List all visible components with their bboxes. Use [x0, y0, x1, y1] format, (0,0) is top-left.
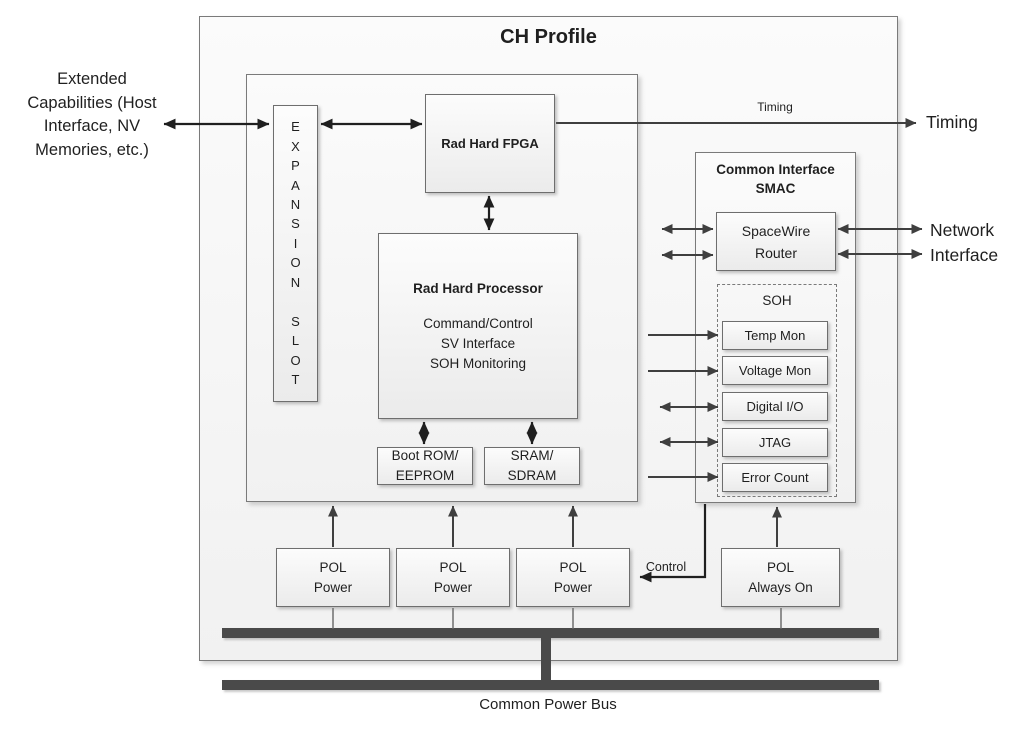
pol-power-label-1: POL Power — [313, 559, 353, 595]
sram-box: SRAM/ SDRAM — [484, 447, 580, 485]
rad-hard-processor-box: Rad Hard Processor Command/Control SV In… — [378, 233, 578, 419]
temp-mon-box: Temp Mon — [722, 321, 828, 350]
pol-always-on-box: POL Always On — [721, 548, 840, 607]
voltage-mon-label: Voltage Mon — [738, 362, 812, 378]
expansion-slot-word2: S L O T — [290, 314, 301, 388]
network-interface-label: Network Interface — [930, 220, 999, 265]
voltage-mon-box: Voltage Mon — [722, 356, 828, 385]
soh-title: SOH — [762, 293, 792, 308]
expansion-slot-word1: E X P A N S I O N — [290, 119, 301, 290]
extended-capabilities-label: Extended Capabilities (Host Interface, N… — [27, 70, 157, 159]
boot-rom-label: Boot ROM/ EEPROM — [391, 448, 459, 483]
smac-control-line — [639, 504, 707, 583]
timing-label: Timing — [926, 112, 978, 132]
timing-line-label: Timing — [757, 100, 793, 114]
temp-mon-label: Temp Mon — [744, 327, 806, 343]
common-power-bus-bar — [222, 680, 879, 690]
pol-power-box-1: POL Power — [276, 548, 390, 607]
power-bus-connector — [541, 633, 551, 685]
rad-hard-fpga-label: Rad Hard FPGA — [441, 135, 539, 151]
smac-title: Common Interface SMAC — [716, 162, 835, 196]
jtag-box: JTAG — [722, 428, 828, 457]
jtag-label: JTAG — [758, 434, 792, 450]
error-count-box: Error Count — [722, 463, 828, 492]
expansion-slot-box: E X P A N S I O N S L O T — [273, 105, 318, 402]
rad-hard-processor-functions: Command/Control SV Interface SOH Monitor… — [423, 315, 533, 371]
digital-io-box: Digital I/O — [722, 392, 828, 421]
control-label: Control — [645, 560, 687, 574]
diagram-title: CH Profile — [500, 26, 597, 48]
spacewire-router-label: SpaceWire Router — [741, 222, 811, 261]
pol-power-label-2: POL Power — [433, 559, 473, 595]
spacewire-router-box: SpaceWire Router — [716, 212, 836, 271]
sram-label: SRAM/ SDRAM — [507, 448, 557, 483]
rad-hard-processor-title: Rad Hard Processor — [413, 280, 543, 296]
boot-rom-box: Boot ROM/ EEPROM — [377, 447, 473, 485]
error-count-label: Error Count — [741, 469, 809, 485]
rad-hard-fpga-box: Rad Hard FPGA — [425, 94, 555, 193]
pol-power-box-3: POL Power — [516, 548, 630, 607]
pol-power-label-3: POL Power — [553, 559, 593, 595]
digital-io-label: Digital I/O — [746, 398, 804, 414]
common-power-bus-label: Common Power Bus — [479, 696, 617, 713]
pol-power-box-2: POL Power — [396, 548, 510, 607]
pol-always-on-label: POL Always On — [748, 559, 813, 595]
soh-group-box — [717, 284, 837, 497]
